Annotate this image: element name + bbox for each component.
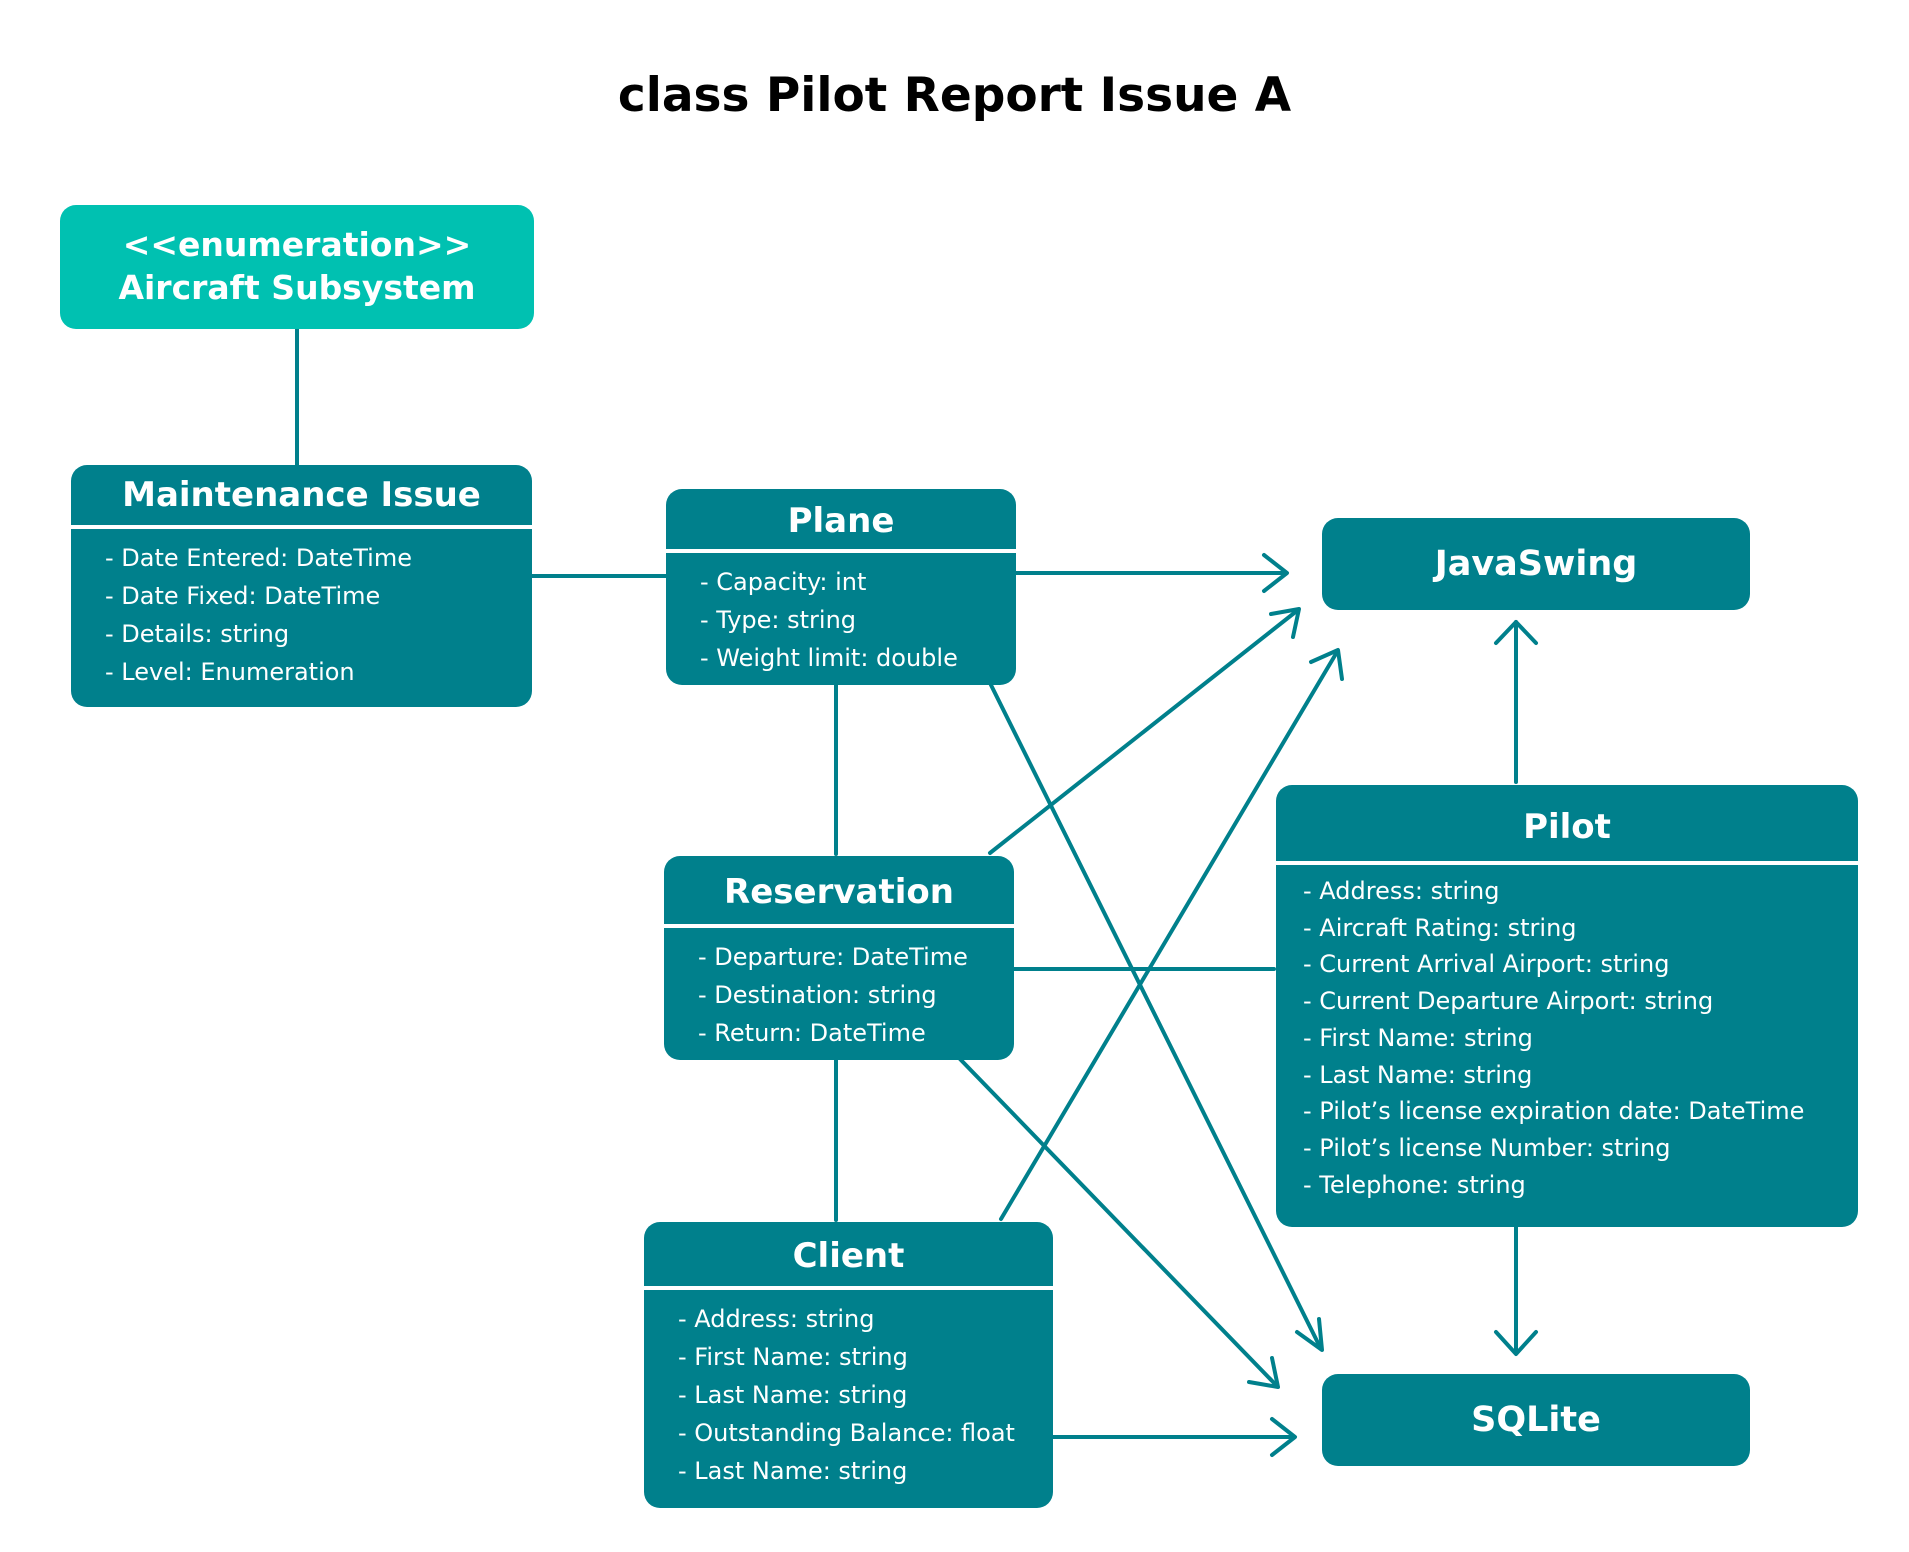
attribute: - Type: string <box>700 606 857 634</box>
class-pilot-name: Pilot <box>1276 785 1858 865</box>
attribute: - Details: string <box>105 620 290 648</box>
attribute: - Address: string <box>678 1305 875 1333</box>
arrow-plane-sqlite <box>988 681 1322 1349</box>
class-maintenance-issue-name: Maintenance Issue <box>71 465 532 529</box>
attribute: - Last Name: string <box>1303 1060 1533 1089</box>
class-reservation: Reservation - Departure: DateTime - Dest… <box>664 856 1014 1060</box>
arrowhead-client-javaswing <box>1309 648 1344 681</box>
component-sqlite-name: SQLite <box>1471 1400 1601 1440</box>
arrowhead-plane-sqlite <box>1295 1317 1324 1352</box>
attribute: - Weight limit: double <box>700 644 958 672</box>
diagram-title: class Pilot Report Issue A <box>617 68 1292 123</box>
arrowhead-reservation-javaswing <box>1269 607 1301 639</box>
class-client-name: Client <box>644 1222 1053 1290</box>
attribute: - First Name: string <box>1303 1023 1533 1052</box>
component-sqlite: SQLite <box>1322 1374 1750 1466</box>
attribute: - Date Entered: DateTime <box>105 544 412 572</box>
class-maintenance-issue: Maintenance Issue - Date Entered: DateTi… <box>71 465 532 707</box>
arrow-client-javaswing <box>999 650 1339 1221</box>
component-javaswing: JavaSwing <box>1322 518 1750 610</box>
attribute: - Outstanding Balance: float <box>678 1419 1015 1447</box>
attribute: - Destination: string <box>698 981 937 1009</box>
attribute: - Pilot’s license expiration date: DateT… <box>1303 1097 1805 1126</box>
attribute: - Aircraft Rating: string <box>1303 913 1577 942</box>
enumeration-stereotype: <<enumeration>> <box>122 225 472 264</box>
attribute: - Departure: DateTime <box>698 943 968 971</box>
attribute: - Telephone: string <box>1303 1170 1526 1199</box>
attribute: - Last Name: string <box>678 1381 908 1409</box>
class-client: Client - Address: string - First Name: s… <box>644 1222 1053 1508</box>
class-reservation-name: Reservation <box>664 856 1014 928</box>
arrow-reservation-sqlite <box>958 1057 1278 1387</box>
attribute: - Address: string <box>1303 877 1500 905</box>
attribute: - Last Name: string <box>678 1457 908 1485</box>
arrowhead-pilot-javaswing <box>1494 620 1538 645</box>
class-pilot: Pilot - Address: string - Aircraft Ratin… <box>1276 785 1858 1227</box>
class-plane: Plane - Capacity: int - Type: string - W… <box>666 489 1016 685</box>
attribute: - Current Departure Airport: string <box>1303 987 1714 1016</box>
attribute: - First Name: string <box>678 1343 908 1371</box>
component-javaswing-name: JavaSwing <box>1434 544 1638 584</box>
enumeration-name: Aircraft Subsystem <box>118 268 476 307</box>
arrow-reservation-javaswing <box>988 608 1300 855</box>
arrowhead-plane-javaswing <box>1262 553 1289 593</box>
attribute: - Level: Enumeration <box>105 658 355 686</box>
arrowhead-pilot-sqlite <box>1494 1330 1538 1356</box>
arrowhead-reservation-sqlite <box>1247 1356 1280 1389</box>
attribute: - Date Fixed: DateTime <box>105 582 381 610</box>
attribute: - Return: DateTime <box>698 1019 926 1047</box>
arrowhead-client-sqlite <box>1270 1417 1297 1457</box>
attribute: - Pilot’s license Number: string <box>1303 1133 1671 1162</box>
attribute: - Current Arrival Airport: string <box>1303 950 1670 979</box>
enumeration-aircraft-subsystem: <<enumeration>> Aircraft Subsystem <box>60 205 534 329</box>
attribute: - Capacity: int <box>700 568 867 596</box>
class-plane-name: Plane <box>666 489 1016 553</box>
